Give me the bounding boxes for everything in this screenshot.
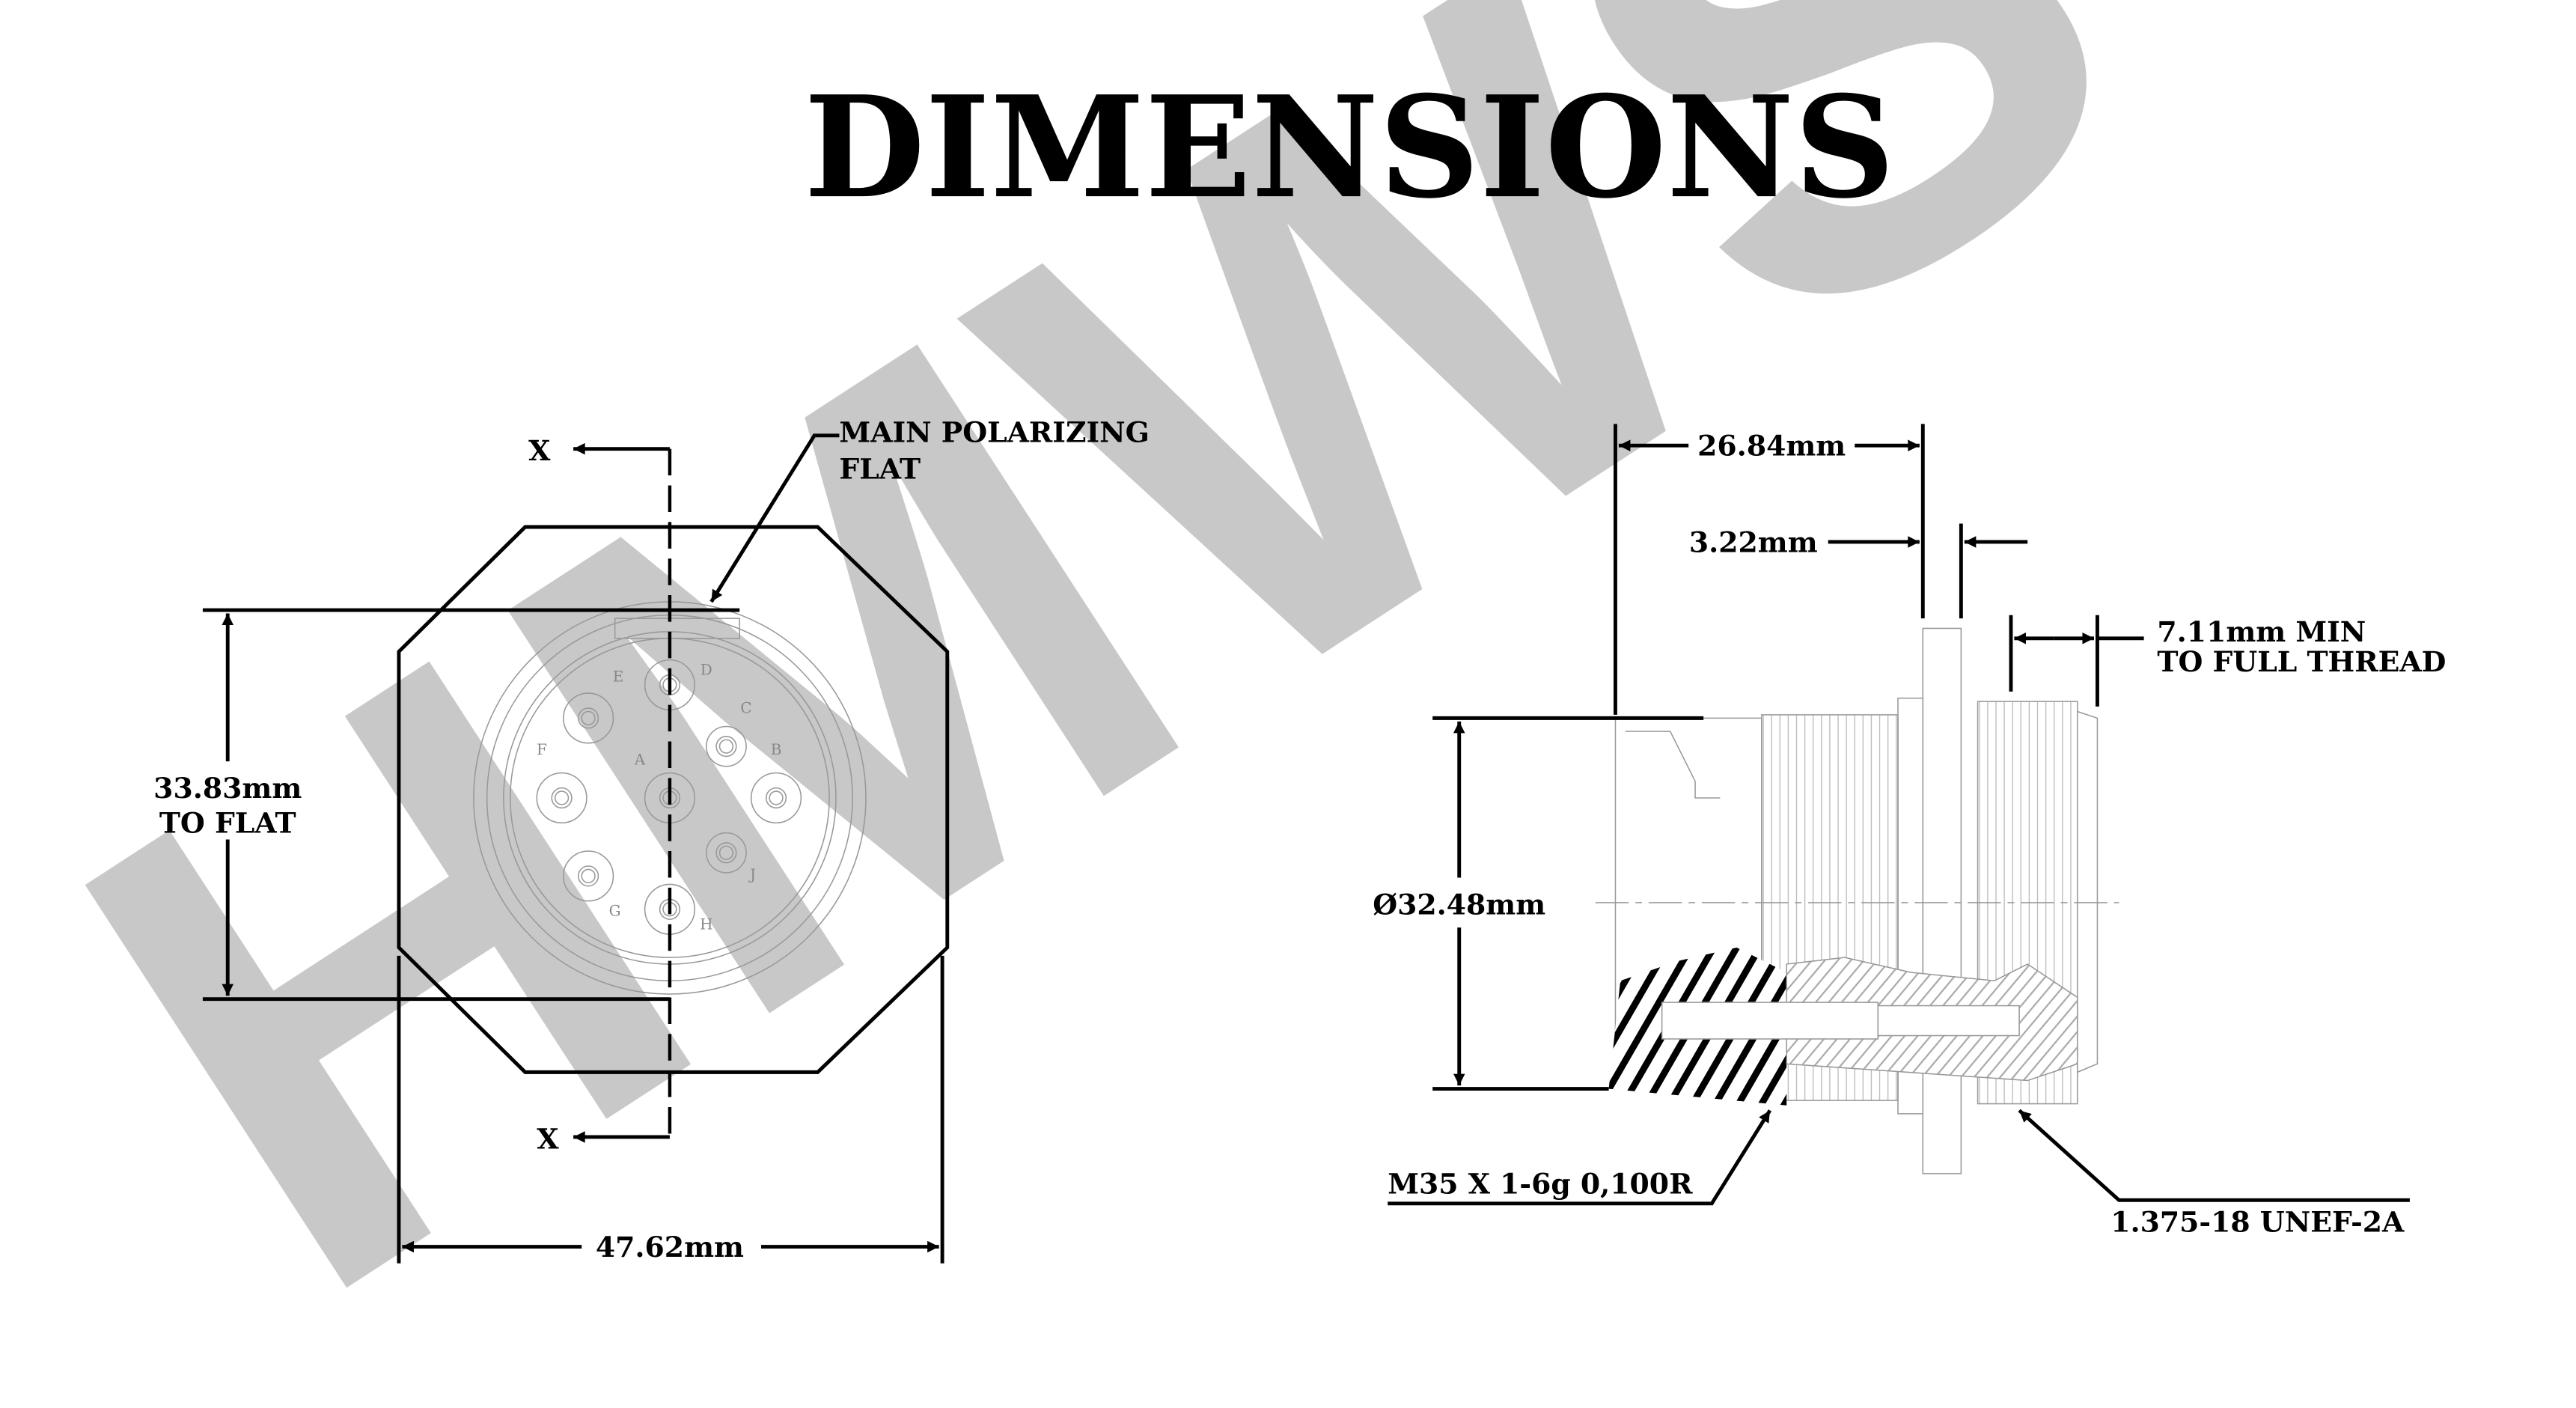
connector-face: A B C D E F G H J <box>473 601 867 995</box>
thread-length-dimension: 7.11mm MIN <box>2157 615 2366 648</box>
section-marker-top: X <box>528 434 551 467</box>
flat-dimension: 33.83mm <box>153 772 302 805</box>
pin-label: H <box>700 915 712 933</box>
unef-thread-callout: 1.375-18 UNEF-2A <box>2110 1206 2405 1239</box>
section-marker-bottom: X <box>537 1123 559 1156</box>
front-view: A B C D E F G H J X X MAIN POLARIZING FLAT 33.83… <box>153 416 1150 1264</box>
pin-e: E <box>563 668 624 744</box>
side-view: 26.84mm 3.22mm 7.11mm MIN TO FULL THREAD… <box>1373 424 2446 1239</box>
connector-octagon-outline <box>397 525 950 1074</box>
pin-label: A <box>634 751 646 769</box>
polarizing-label: MAIN POLARIZING <box>839 416 1149 449</box>
thread-length-dimension-2: TO FULL THREAD <box>2157 645 2446 678</box>
pin-label: B <box>771 740 782 758</box>
pin-label: G <box>609 902 621 920</box>
pin-j: J <box>705 832 756 883</box>
pin-c: C <box>705 699 752 767</box>
length-dimension: 26.84mm <box>1697 430 1846 463</box>
flange-dimension: 3.22mm <box>1689 525 1818 558</box>
polarizing-label-2: FLAT <box>839 453 921 486</box>
pin-label: J <box>748 865 756 883</box>
metric-thread-callout: M35 X 1-6g 0,100R <box>1388 1167 1693 1200</box>
flat-dimension-2: TO FLAT <box>159 807 296 840</box>
page-title: DIMENSIONS <box>804 65 1895 229</box>
width-dimension: 47.62mm <box>596 1231 744 1264</box>
flange <box>1922 627 1962 1174</box>
diameter-dimension: Ø32.48mm <box>1373 888 1545 921</box>
pin-label: C <box>740 699 751 717</box>
pin-b: B <box>750 740 802 824</box>
pin-g: G <box>563 850 621 920</box>
pin-label: E <box>613 668 624 686</box>
pin-f: F <box>536 740 587 824</box>
pin-label: D <box>701 661 712 679</box>
pin-label: F <box>537 740 547 758</box>
